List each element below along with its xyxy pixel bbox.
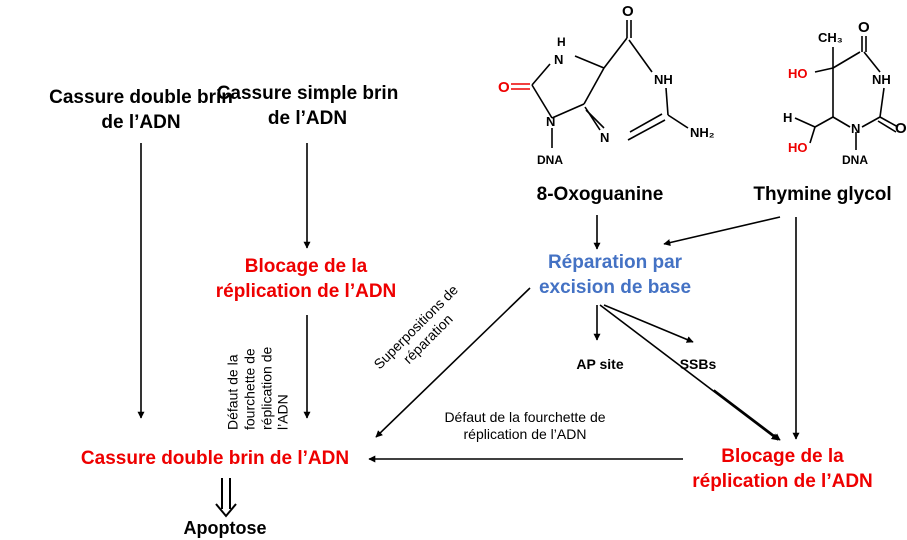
node-block-right: Blocage de la réplication de l’ADN bbox=[692, 446, 873, 492]
arrow-ssbs-to-block-right bbox=[713, 389, 781, 441]
node-ssb: Cassure simple brin de l’ADN bbox=[216, 83, 399, 129]
oxo-atom-dna: DNA bbox=[537, 153, 563, 167]
double-arrow-to-apoptose bbox=[215, 478, 237, 518]
node-oxoguanine: 8-Oxoguanine bbox=[536, 184, 664, 205]
node-apoptose: Apoptose bbox=[183, 518, 267, 538]
edge-label-fork-defect-horizontal: Défaut de la fourchette de réplication d… bbox=[444, 409, 606, 442]
oxo-atom-n-mid: N bbox=[600, 130, 609, 145]
edge-label-fork-defect-vertical: Défaut de la fourchette de réplication d… bbox=[224, 346, 291, 430]
arrow-ber-to-ssbs bbox=[603, 304, 694, 343]
oxoguanine-structure bbox=[531, 20, 689, 148]
oxo-atom-o-top: O bbox=[622, 3, 634, 20]
thy-atom-ho-top: HO bbox=[788, 66, 808, 81]
thy-atom-h-left: H bbox=[783, 110, 792, 125]
node-ap-site: AP site bbox=[576, 356, 624, 372]
arrow-ber-to-dsb-bottom bbox=[375, 287, 531, 438]
oxo-atom-n-bottom: N bbox=[546, 114, 555, 129]
oxo-atom-o-left: O bbox=[498, 79, 510, 96]
thy-atom-ch3: CH₃ bbox=[818, 30, 843, 45]
node-ber: Réparation par excision de base bbox=[538, 252, 692, 298]
thy-atom-ho-bottom: HO bbox=[788, 140, 808, 155]
node-thymine-glycol: Thymine glycol bbox=[753, 184, 892, 205]
thy-atom-n-bottom: N bbox=[851, 121, 860, 136]
node-dsb-bottom: Cassure double brin de l’ADN bbox=[80, 448, 350, 469]
oxo-atom-nh2: NH₂ bbox=[690, 125, 715, 140]
arrow-thymine-to-ber bbox=[663, 216, 781, 246]
thy-atom-nh: NH bbox=[872, 72, 891, 87]
node-ssbs: SSBs bbox=[679, 356, 717, 372]
node-dsb-left: Cassure double brin de l’ADN bbox=[49, 87, 233, 133]
thy-atom-o-top: O bbox=[858, 19, 870, 36]
node-block-mid: Blocage de la réplication de l’ADN bbox=[215, 256, 397, 302]
thymine-glycol-structure bbox=[794, 36, 899, 150]
oxo-atom-nh-right: NH bbox=[654, 72, 673, 87]
oxo-atom-h-top: H bbox=[557, 35, 566, 49]
thy-atom-o-right: O bbox=[895, 120, 907, 137]
thy-atom-dna: DNA bbox=[842, 153, 868, 167]
arrow-ber-to-block-right bbox=[599, 304, 779, 441]
oxo-atom-n-top: N bbox=[554, 52, 563, 67]
